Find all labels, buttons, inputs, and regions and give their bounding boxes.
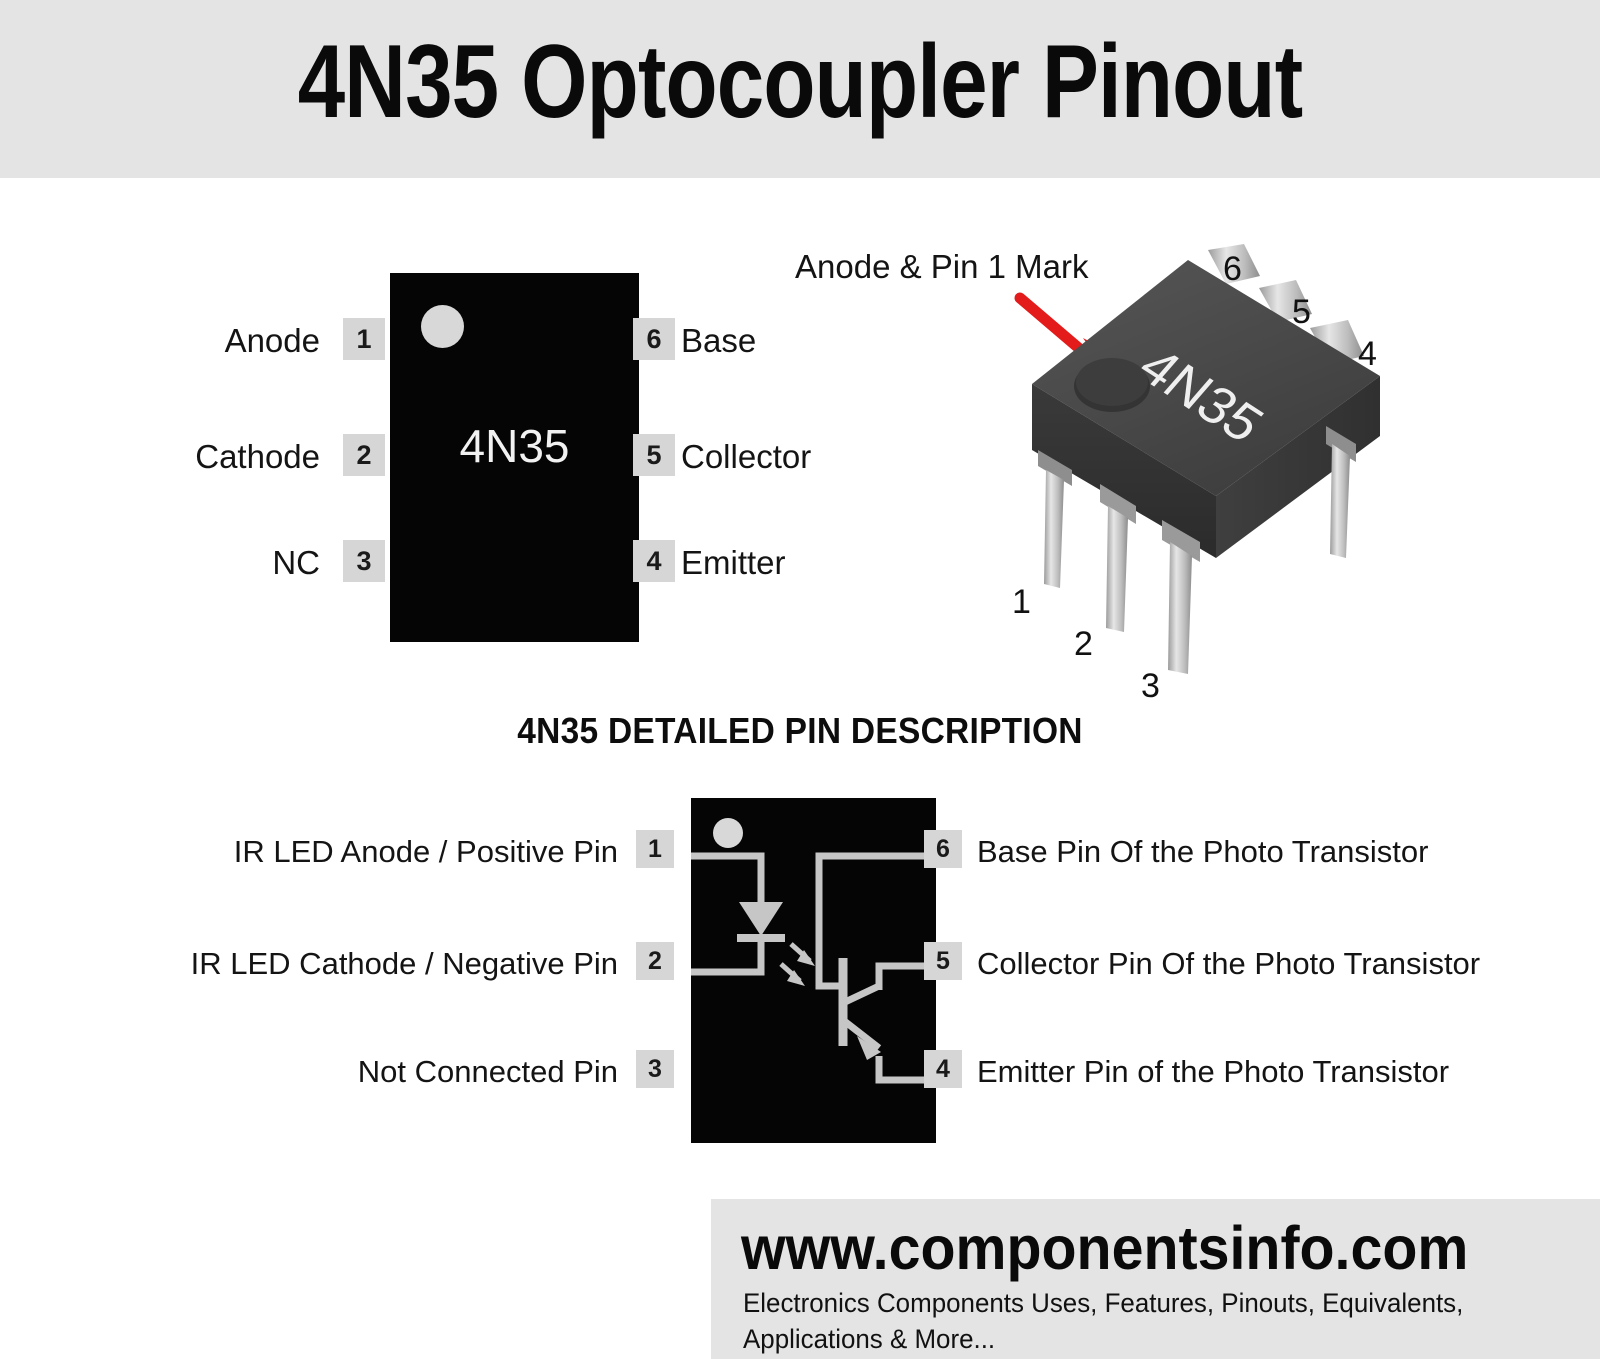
pin-label-base: Base [681, 322, 757, 359]
pin1-dot-icon [421, 305, 464, 348]
detail-section-heading: 4N35 DETAILED PIN DESCRIPTION [517, 710, 1083, 751]
pin-label-collector: Collector [681, 438, 812, 475]
photo-pin-number-2: 2 [1074, 625, 1093, 663]
pin-pad-3[interactable]: 3 [343, 540, 385, 582]
detail-pin-label-3: Not Connected Pin [357, 1054, 618, 1089]
photo-pin-number-4: 4 [1358, 335, 1377, 373]
leads-front [1038, 426, 1356, 674]
detail-pin-pad-2[interactable]: 2 [636, 942, 674, 980]
detail-pin-pad-6[interactable]: 6 [924, 830, 962, 868]
pin-label-anode: Anode [224, 322, 320, 359]
chip-body-top: 4N35 [390, 273, 639, 642]
chip-body-bottom [691, 798, 936, 1143]
footer-banner: www.componentsinfo.com Electronics Compo… [711, 1199, 1600, 1359]
pin-pad-5[interactable]: 5 [633, 434, 675, 476]
led-triangle-icon [739, 902, 783, 936]
header-band [0, 0, 1600, 178]
pin-pad-1[interactable]: 1 [343, 318, 385, 360]
detail-pin-pad-4[interactable]: 4 [924, 1050, 962, 1088]
anode-mark-annotation: Anode & Pin 1 Mark [795, 248, 1089, 285]
emitter-arrow-icon [857, 1036, 881, 1060]
pin-label-nc: NC [272, 544, 320, 581]
tagline-line-1: Electronics Components Uses, Features, P… [743, 1288, 1464, 1318]
internal-schematic [691, 852, 936, 1084]
detail-pin-label-4: Emitter Pin of the Photo Transistor [977, 1054, 1450, 1089]
package-right-face [1216, 376, 1380, 558]
detail-pin-pad-1[interactable]: 1 [636, 830, 674, 868]
pin-label-cathode: Cathode [195, 438, 320, 475]
site-url[interactable]: www.componentsinfo.com [741, 1214, 1469, 1282]
photo-pin-number-3: 3 [1141, 667, 1160, 705]
pin-pad-4[interactable]: 4 [633, 540, 675, 582]
detail-pin-label-5: Collector Pin Of the Photo Transistor [977, 946, 1481, 981]
detail-pin-pad-5[interactable]: 5 [924, 942, 962, 980]
package-front-face [1032, 384, 1216, 558]
detail-pin-pad-3[interactable]: 3 [636, 1050, 674, 1088]
detail-pin-label-6: Base Pin Of the Photo Transistor [977, 834, 1429, 869]
tagline-line-2: Applications & More... [743, 1324, 996, 1354]
photo-pin-number-6: 6 [1223, 250, 1242, 288]
light-arrows-icon [779, 942, 815, 986]
pin-pad-2[interactable]: 2 [343, 434, 385, 476]
dip6-package-illustration: 4N35 [1032, 244, 1380, 674]
photo-pin-number-5: 5 [1292, 293, 1311, 331]
page-title: 4N35 Optocoupler Pinout [297, 24, 1303, 140]
site-tagline: Electronics Components Uses, Features, P… [743, 1285, 1549, 1357]
detail-pin-label-2: IR LED Cathode / Negative Pin [190, 946, 618, 981]
pin-pad-6[interactable]: 6 [633, 318, 675, 360]
leads-back [1208, 244, 1364, 364]
led-cathode-bar-icon [737, 934, 785, 942]
detail-pin-label-1: IR LED Anode / Positive Pin [233, 834, 618, 869]
photo-pin-number-1: 1 [1012, 583, 1031, 621]
package-top-face [1032, 260, 1380, 496]
pin1-dot-icon-bottom [713, 818, 743, 848]
chip-marking-label: 4N35 [459, 420, 570, 472]
pin-label-emitter: Emitter [681, 544, 786, 581]
